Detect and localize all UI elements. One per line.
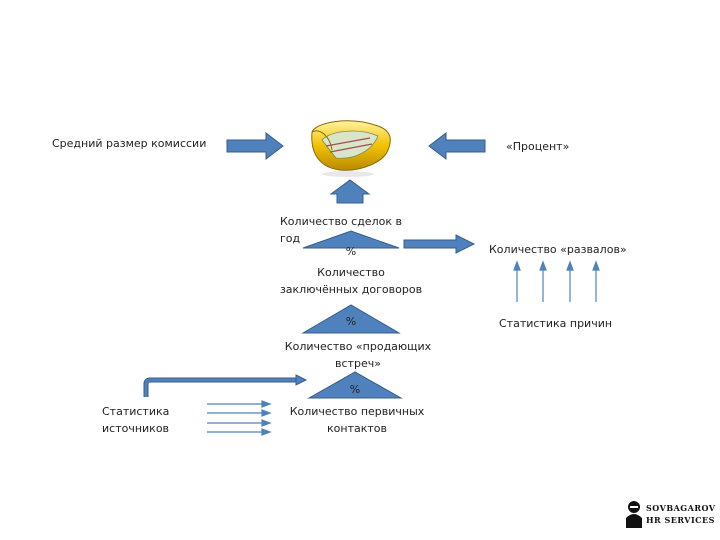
label-source-line1: Статистика bbox=[102, 405, 170, 418]
label-selling-meetings: Количество «продающих встреч» bbox=[278, 338, 438, 372]
logo-line1: SOVBAGAROV bbox=[646, 503, 716, 513]
percent-label-1: % bbox=[345, 245, 357, 258]
label-deals-per-year: Количество сделок в год bbox=[280, 213, 402, 247]
label-breakups: Количество «развалов» bbox=[489, 243, 627, 256]
arrow-commission-to-wallet bbox=[226, 131, 284, 161]
label-percent-quoted: «Процент» bbox=[506, 140, 570, 153]
label-contacts-line2: контактов bbox=[327, 422, 387, 435]
triangle-deals bbox=[302, 230, 400, 249]
triangle-contracts bbox=[301, 304, 401, 334]
percent-label-3: % bbox=[349, 383, 361, 396]
label-contracts-line2: заключённых договоров bbox=[279, 283, 423, 296]
elbow-arrow-sources bbox=[143, 374, 308, 397]
arrow-deals-to-wallet bbox=[329, 179, 371, 204]
triangle-meetings bbox=[307, 371, 403, 399]
label-contracts: Количество заключённых договоров bbox=[276, 264, 426, 298]
logo-text: SOVBAGAROV HR SERVICES bbox=[646, 502, 716, 526]
label-contacts-line1: Количество первичных bbox=[289, 405, 425, 418]
label-reason-stats: Статистика причин bbox=[499, 317, 613, 330]
label-deals-line2: год bbox=[280, 232, 301, 245]
label-contracts-line1: Количество bbox=[317, 266, 385, 279]
wallet-icon bbox=[311, 120, 391, 177]
logo-icon bbox=[626, 501, 642, 528]
label-meetings-line2: встреч» bbox=[335, 357, 381, 370]
label-meetings-line1: Количество «продающих bbox=[284, 340, 432, 353]
arrow-percent-to-wallet bbox=[428, 131, 486, 161]
label-source-line2: источников bbox=[102, 422, 170, 435]
label-source-stats: Статистика источников bbox=[102, 403, 169, 437]
label-primary-contacts: Количество первичных контактов bbox=[282, 403, 432, 437]
label-deals-line1: Количество сделок в bbox=[280, 215, 402, 228]
percent-label-2: % bbox=[345, 315, 357, 328]
logo-line2: HR SERVICES bbox=[646, 515, 715, 525]
source-arrows bbox=[207, 400, 272, 436]
label-average-commission: Средний размер комиссии bbox=[52, 137, 207, 150]
reason-arrows bbox=[513, 260, 600, 302]
arrow-to-breakups bbox=[403, 234, 476, 254]
company-logo: SOVBAGAROV HR SERVICES bbox=[624, 500, 716, 530]
